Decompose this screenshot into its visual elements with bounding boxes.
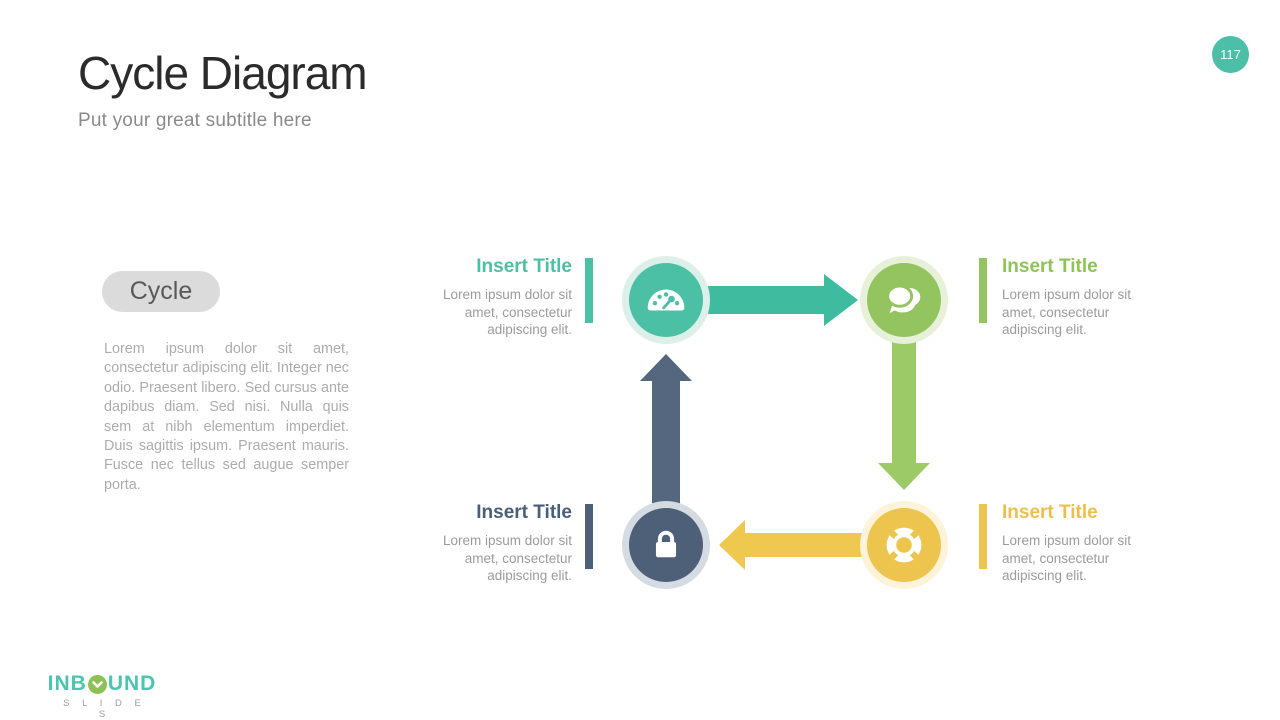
logo-text-start: INB	[47, 672, 87, 695]
step-bottom-right: Insert Title Lorem ipsum dolor sit amet,…	[1002, 502, 1154, 585]
step-top-right: Insert Title Lorem ipsum dolor sit amet,…	[1002, 256, 1154, 339]
node-chat[interactable]	[860, 256, 948, 344]
step-accent-bar	[979, 258, 987, 323]
logo-check-icon	[87, 674, 107, 694]
page-number-badge: 117	[1212, 36, 1249, 73]
step-description: Lorem ipsum dolor sit amet, consectetur …	[442, 533, 572, 583]
node-gauge[interactable]	[622, 256, 710, 344]
step-description: Lorem ipsum dolor sit amet, consectetur …	[1002, 287, 1132, 337]
step-title[interactable]: Insert Title	[1002, 256, 1098, 277]
step-title[interactable]: Insert Title	[476, 256, 572, 277]
step-description: Lorem ipsum dolor sit amet, consectetur …	[1002, 533, 1132, 583]
logo-subtitle: S L I D E S	[63, 698, 146, 720]
step-bottom-left: Insert Title Lorem ipsum dolor sit amet,…	[420, 502, 572, 585]
step-title[interactable]: Insert Title	[1002, 502, 1098, 523]
lock-icon	[655, 530, 677, 558]
node-lifesaver[interactable]	[860, 501, 948, 589]
chat-icon	[886, 284, 921, 314]
step-accent-bar	[585, 258, 593, 323]
cycle-label-pill: Cycle	[102, 271, 220, 312]
page-subtitle: Put your great subtitle here	[78, 110, 312, 131]
lifesaver-icon	[886, 527, 922, 563]
arrow-up	[640, 354, 692, 546]
step-title[interactable]: Insert Title	[476, 502, 572, 523]
step-description: Lorem ipsum dolor sit amet, consectetur …	[442, 287, 572, 337]
gauge-icon	[647, 289, 685, 311]
arrow-left	[719, 520, 905, 570]
arrow-right	[666, 274, 858, 326]
intro-paragraph: Lorem ipsum dolor sit amet, consectetur …	[104, 341, 349, 493]
logo-text-end: UND	[107, 672, 157, 695]
step-accent-bar	[585, 504, 593, 569]
node-lock[interactable]	[622, 501, 710, 589]
step-top-left: Insert Title Lorem ipsum dolor sit amet,…	[420, 256, 572, 339]
step-accent-bar	[979, 504, 987, 569]
page-title: Cycle Diagram	[78, 47, 368, 99]
arrow-down	[878, 300, 930, 490]
brand-logo: INB UND S L I D E S	[47, 672, 157, 720]
